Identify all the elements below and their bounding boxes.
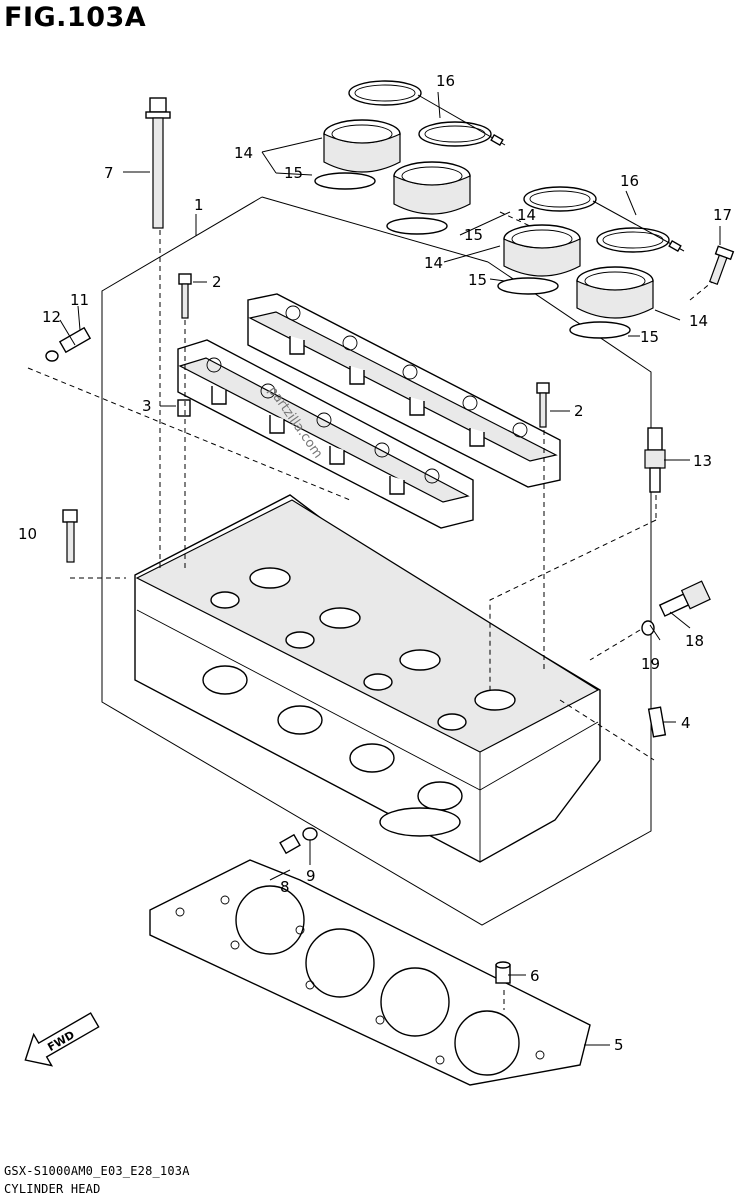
figure-title: FIG.103A — [4, 2, 147, 33]
callout-label: 14 — [689, 312, 708, 330]
callout-label: 2 — [574, 402, 584, 420]
callout-label: 14 — [517, 206, 536, 224]
clamp-group — [348, 80, 685, 253]
intake-pipe — [323, 119, 401, 173]
clamp — [523, 186, 685, 253]
callout-label: 6 — [530, 967, 540, 985]
callout-label: 14 — [234, 144, 253, 162]
bolt — [62, 509, 78, 563]
screw — [708, 245, 735, 285]
o-ring — [386, 217, 448, 235]
callout-label: 18 — [685, 632, 704, 650]
callout-label: 15 — [464, 226, 483, 244]
o-ring — [314, 172, 376, 190]
callout-label: 1 — [194, 196, 204, 214]
callout-label: 11 — [70, 291, 89, 309]
callout-label: 4 — [681, 714, 691, 732]
oil-gallery-plug — [45, 326, 92, 362]
cylinder-head-gasket — [149, 859, 591, 1086]
callout-label: 16 — [620, 172, 639, 190]
gasket-washer — [641, 620, 655, 636]
callout-label: 13 — [693, 452, 712, 470]
intake-pipe — [503, 224, 581, 277]
callout-label: 15 — [284, 164, 303, 182]
intake-pipe — [393, 161, 471, 215]
callout-label: 3 — [142, 397, 152, 415]
assembly-frame — [101, 196, 652, 926]
cylinder-head — [134, 494, 601, 863]
bolt — [536, 382, 550, 428]
callout-label: 12 — [42, 308, 61, 326]
cylinder-head-bolt — [145, 97, 171, 229]
o-ring — [497, 277, 559, 295]
camshaft-housing — [247, 293, 561, 488]
assembly-dash-lines — [27, 211, 713, 1010]
temperature-sensor — [658, 580, 711, 617]
callout-label: 9 — [306, 867, 316, 885]
callout-label: 7 — [104, 164, 114, 182]
o-ring — [569, 321, 631, 339]
figure-code: GSX-S1000AM0_E03_E28_103A — [4, 1164, 190, 1178]
bolt — [178, 273, 192, 319]
bolt — [279, 827, 318, 855]
callout-label: 10 — [18, 525, 37, 543]
callout-label: 8 — [280, 878, 290, 896]
callout-label: 15 — [468, 271, 487, 289]
callout-label: 16 — [436, 72, 455, 90]
spark-plug — [644, 427, 666, 493]
dowel-pin — [647, 706, 667, 738]
callout-label: 2 — [212, 273, 222, 291]
leader-lines — [59, 91, 721, 1046]
callout-label: 5 — [614, 1036, 624, 1054]
callout-label: 17 — [713, 206, 732, 224]
intake-pipe — [576, 266, 654, 319]
intake-pipe-group — [314, 119, 654, 339]
fwd-arrow-icon: FWD — [24, 1012, 100, 1067]
camshaft-housing — [177, 339, 474, 529]
callout-label: 19 — [641, 655, 660, 673]
dowel-pin — [495, 961, 511, 984]
callout-label: 15 — [640, 328, 659, 346]
callout-labels: 1 2 2 3 4 5 6 7 8 9 10 11 12 13 14 14 14… — [18, 72, 732, 1054]
callout-label: 14 — [424, 254, 443, 272]
figure-name: CYLINDER HEAD — [4, 1182, 101, 1196]
dowel-pin — [177, 399, 191, 417]
clamp — [348, 80, 506, 147]
